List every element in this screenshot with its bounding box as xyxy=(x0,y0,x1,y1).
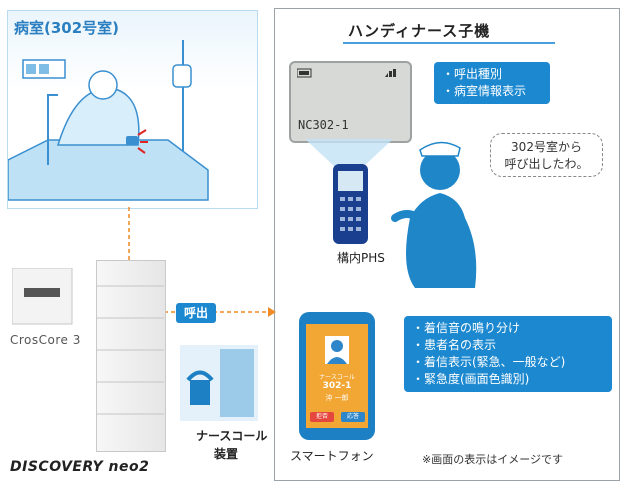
nurse-arm xyxy=(391,210,429,227)
avatar-shoulders xyxy=(327,357,347,364)
discovery-logo: DISCOVERY neo2 xyxy=(10,459,150,475)
smartphone-screen-room: 302-1 xyxy=(322,381,352,391)
phs-key xyxy=(340,197,345,201)
image-note: ※画面の表示はイメージです xyxy=(422,453,563,466)
phs-key xyxy=(348,227,353,231)
room-title: 病室(302号室) xyxy=(14,19,120,37)
smartphone-screen-title: ナースコール xyxy=(319,374,355,381)
wall-panel-slot xyxy=(39,64,49,74)
phs-feature-callout: ・呼出種別 ・病室情報表示 xyxy=(434,62,550,104)
phs-device xyxy=(305,139,393,244)
iv-bag xyxy=(172,64,192,88)
croscore-panel xyxy=(24,288,60,297)
call-arrow-icon xyxy=(268,307,276,317)
battery-icon xyxy=(297,68,312,78)
smartphone-feature-item: ・着信音の鳴り分け xyxy=(412,321,521,335)
phs-key xyxy=(356,197,361,201)
smartphone-feature-item: ・緊急度(画面色識別) xyxy=(412,372,530,386)
croscore-device xyxy=(12,268,73,325)
wall-panel-slot xyxy=(26,64,36,74)
signal-icon xyxy=(385,69,396,77)
phs-key xyxy=(340,207,345,211)
smartphone-feature-item: ・患者名の表示 xyxy=(412,338,497,352)
phs-key xyxy=(356,207,361,211)
nurse-call-label: 装置 xyxy=(214,447,239,461)
phs-label: 構内PHS xyxy=(337,251,385,265)
smartphone-feature-callout: ・着信音の鳴り分け ・患者名の表示 ・着信表示(緊急、一般など) ・緊急度(画面… xyxy=(404,316,612,392)
phs-key xyxy=(348,217,353,221)
avatar-head xyxy=(331,340,343,352)
call-alert-mark xyxy=(137,129,148,154)
battery-level xyxy=(299,71,309,75)
smartphone-label: スマートフォン xyxy=(290,449,374,463)
phs-key xyxy=(348,197,353,201)
reject-button: 拒否 xyxy=(310,412,334,422)
nurse-call-equipment xyxy=(180,345,258,421)
smartphone-screen-patient: 沖 一郎 xyxy=(325,394,349,402)
speech-line: 302号室から xyxy=(511,140,582,154)
equipment-grid xyxy=(220,349,254,417)
server-tower xyxy=(96,260,166,452)
phs-feature-item: ・呼出種別 xyxy=(442,67,503,81)
speech-line: 呼び出したわ。 xyxy=(504,157,589,171)
equipment-body xyxy=(190,380,210,405)
bed-rail xyxy=(47,94,58,165)
phs-status-icons xyxy=(297,68,396,78)
phs-display xyxy=(338,171,363,191)
handset-icon xyxy=(186,370,214,382)
phs-key xyxy=(348,207,353,211)
patient-body xyxy=(56,88,140,146)
speech-bubble: 302号室から 呼び出したわ。 xyxy=(490,133,603,177)
phs-key xyxy=(356,217,361,221)
handy-title: ハンディナース子機 xyxy=(348,22,491,40)
smartphone-feature-item: ・着信表示(緊急、一般など) xyxy=(412,355,566,369)
phs-feature-item: ・病室情報表示 xyxy=(442,84,527,98)
patient-illustration xyxy=(8,40,209,201)
nurse-cap xyxy=(419,141,461,157)
nurse-illustration xyxy=(391,141,477,288)
nurse-head xyxy=(420,150,460,190)
croscore-label: CrosCore 3 xyxy=(10,333,81,347)
nurse-call-label: ナースコール xyxy=(196,429,268,443)
answer-button: 応答 xyxy=(341,412,365,422)
zoom-beam xyxy=(305,139,393,167)
server-drawers xyxy=(96,285,164,415)
title-underline xyxy=(343,42,555,44)
phs-key xyxy=(356,227,361,231)
phs-screen-text: NC302-1 xyxy=(298,118,349,132)
call-badge: 呼出 xyxy=(176,303,216,323)
phs-key xyxy=(340,217,345,221)
patient-head xyxy=(88,70,118,100)
doctor-avatar-icon xyxy=(325,336,349,364)
phs-key xyxy=(340,227,345,231)
call-button xyxy=(126,136,138,145)
